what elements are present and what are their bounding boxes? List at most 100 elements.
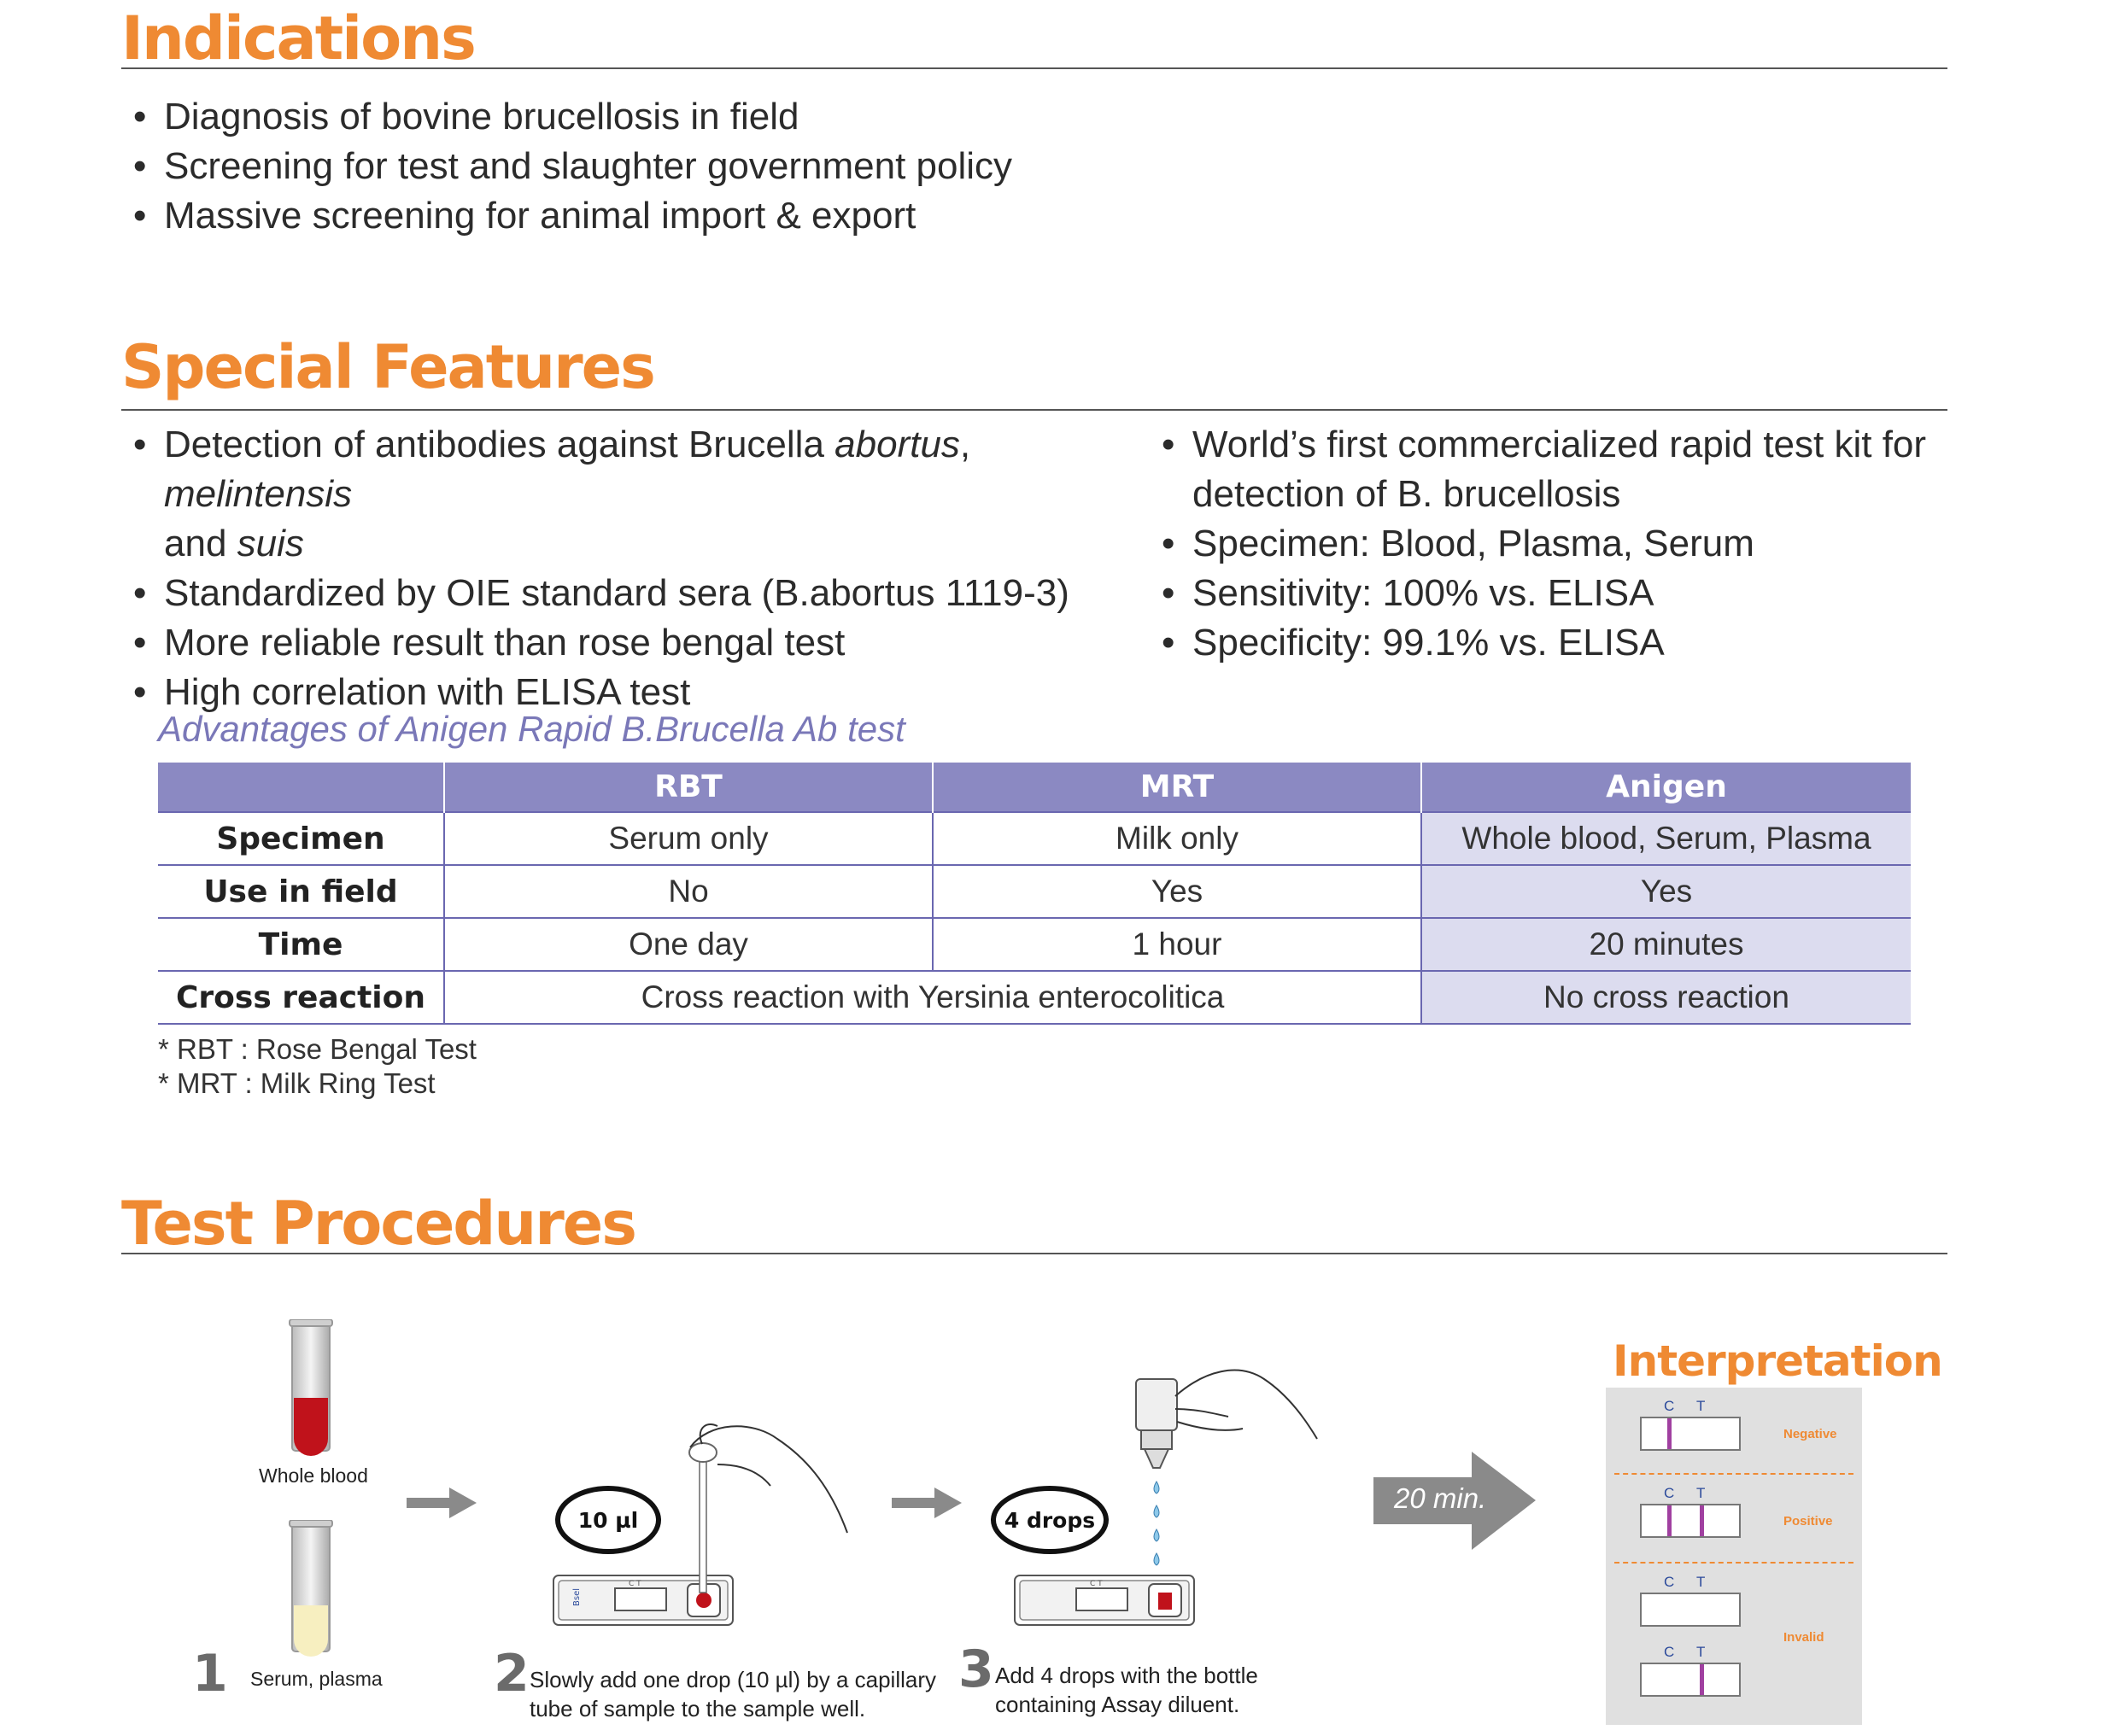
header-cell: Anigen xyxy=(1420,763,1911,812)
procedures-title: Test Procedures xyxy=(121,1189,637,1259)
test-line xyxy=(1700,1664,1704,1695)
feature-text: detection of B. brucellosis xyxy=(1192,473,1621,515)
control-label: C xyxy=(1664,1398,1675,1414)
dropper-bottle-hand-icon: C T xyxy=(1014,1369,1318,1626)
list-item: Sensitivity: 100% vs. ELISA xyxy=(1150,569,1953,618)
table-cell: One day xyxy=(443,917,933,972)
table-cell: 1 hour xyxy=(932,917,1421,972)
indications-list: Diagnosis of bovine brucellosis in field… xyxy=(121,92,1012,241)
features-right-list: World’s first commercialized rapid test … xyxy=(1150,420,1953,668)
footnote-mrt: * MRT : Milk Ring Test xyxy=(158,1067,436,1099)
control-label: C xyxy=(1664,1574,1675,1590)
list-item: Massive screening for animal import & ex… xyxy=(121,191,1012,241)
step3-instruction: Add 4 drops with the bottle containing A… xyxy=(995,1661,1258,1719)
test-label: T xyxy=(1696,1644,1706,1660)
features-title: Special Features xyxy=(121,332,656,402)
table-cell: No xyxy=(443,864,933,919)
step-number-3: 3 xyxy=(958,1640,994,1699)
step3-line1: Add 4 drops with the bottle xyxy=(995,1663,1258,1688)
list-item: Specimen: Blood, Plasma, Serum xyxy=(1150,519,1953,569)
list-item: Diagnosis of bovine brucellosis in field xyxy=(121,92,1012,142)
result-label-positive: Positive xyxy=(1783,1514,1833,1528)
arrow-right-icon xyxy=(892,1488,962,1518)
table-cell: Yes xyxy=(1420,864,1911,919)
header-cell: RBT xyxy=(443,763,933,812)
header-cell xyxy=(158,763,444,812)
list-item: World’s first commercialized rapid test … xyxy=(1150,420,1953,519)
result-strip-invalid-test-only xyxy=(1640,1663,1741,1697)
features-left-list: Detection of antibodies against Brucella… xyxy=(121,420,1104,717)
table-row: Time One day 1 hour 20 minutes xyxy=(158,917,1911,972)
footnote-rbt: * RBT : Rose Bengal Test xyxy=(158,1033,477,1065)
table-row: Use in field No Yes Yes xyxy=(158,864,1911,919)
blood-tube-icon xyxy=(289,1319,333,1456)
test-label: T xyxy=(1696,1574,1706,1590)
arrow-right-icon xyxy=(407,1488,477,1518)
procedures-rule xyxy=(121,1253,1947,1254)
row-label: Specimen xyxy=(158,811,444,866)
table-row: Cross reaction Cross reaction with Yersi… xyxy=(158,970,1911,1025)
svg-text:C T: C T xyxy=(629,1580,641,1588)
indications-title: Indications xyxy=(121,3,477,73)
table-header-row: RBT MRT Anigen xyxy=(158,763,1911,812)
result-label-invalid: Invalid xyxy=(1783,1630,1824,1645)
list-item: More reliable result than rose bengal te… xyxy=(121,618,1104,668)
step2-line1: Slowly add one drop (10 µl) by a capilla… xyxy=(530,1667,936,1692)
control-line xyxy=(1667,1418,1672,1449)
feature-species: melintensis xyxy=(164,473,353,515)
interpretation-panel: C T Negative C T Positive C T Invalid C … xyxy=(1606,1388,1862,1725)
feature-text: Detection of antibodies against Brucella xyxy=(164,424,835,465)
indications-rule xyxy=(121,67,1947,69)
feature-species: abortus xyxy=(834,424,960,465)
row-label: Time xyxy=(158,917,444,972)
capillary-hand-icon: Bsel C T xyxy=(553,1423,848,1626)
list-item: Detection of antibodies against Brucella… xyxy=(121,420,1104,569)
list-item: Specificity: 99.1% vs. ELISA xyxy=(1150,618,1953,668)
divider xyxy=(1614,1562,1853,1564)
drops-bubble: 4 drops xyxy=(991,1486,1109,1554)
drops-bubble-text: 4 drops xyxy=(1004,1507,1096,1533)
whole-blood-label: Whole blood xyxy=(259,1464,368,1487)
result-label-negative: Negative xyxy=(1783,1427,1837,1441)
table-cell: Yes xyxy=(932,864,1421,919)
row-label: Cross reaction xyxy=(158,970,444,1025)
table-row: Specimen Serum only Milk only Whole bloo… xyxy=(158,811,1911,866)
feature-species: suis xyxy=(237,523,304,564)
wait-time-label: 20 min. xyxy=(1394,1482,1487,1514)
table-cell: 20 minutes xyxy=(1420,917,1911,972)
table-cell-merged: Cross reaction with Yersinia enterocolit… xyxy=(443,970,1421,1025)
step2-instruction: Slowly add one drop (10 µl) by a capilla… xyxy=(530,1665,936,1723)
list-item: High correlation with ELISA test xyxy=(121,668,1104,717)
control-label: C xyxy=(1664,1485,1675,1501)
volume-bubble-text: 10 µl xyxy=(577,1507,639,1533)
control-line xyxy=(1667,1505,1672,1536)
feature-text: , xyxy=(959,424,971,465)
list-item: Standardized by OIE standard sera (B.abo… xyxy=(121,569,1104,618)
table-cell: Serum only xyxy=(443,811,933,866)
svg-text:Bsel: Bsel xyxy=(572,1588,582,1606)
serum-tube-icon xyxy=(289,1520,333,1657)
result-strip-positive xyxy=(1640,1504,1741,1538)
test-line xyxy=(1700,1505,1704,1536)
step2-line2: tube of sample to the sample well. xyxy=(530,1696,866,1721)
volume-bubble: 10 µl xyxy=(555,1486,661,1554)
feature-text: World’s first commercialized rapid test … xyxy=(1192,424,1927,465)
result-strip-negative xyxy=(1640,1417,1741,1451)
test-label: T xyxy=(1696,1398,1706,1414)
step-number-2: 2 xyxy=(494,1644,530,1704)
wait-arrow-icon xyxy=(1373,1452,1536,1550)
advantages-caption: Advantages of Anigen Rapid B.Brucella Ab… xyxy=(158,709,905,749)
control-label: C xyxy=(1664,1644,1675,1660)
header-cell: MRT xyxy=(932,763,1421,812)
features-rule xyxy=(121,409,1947,411)
list-item: Screening for test and slaughter governm… xyxy=(121,142,1012,191)
comparison-table: RBT MRT Anigen Specimen Serum only Milk … xyxy=(158,763,1911,1025)
test-label: T xyxy=(1696,1485,1706,1501)
serum-plasma-label: Serum, plasma xyxy=(250,1668,383,1690)
divider xyxy=(1614,1473,1853,1475)
svg-text:C T: C T xyxy=(1090,1580,1103,1588)
feature-text: and xyxy=(164,523,237,564)
step3-line2: containing Assay diluent. xyxy=(995,1692,1240,1717)
table-cell: No cross reaction xyxy=(1420,970,1911,1025)
row-label: Use in field xyxy=(158,864,444,919)
